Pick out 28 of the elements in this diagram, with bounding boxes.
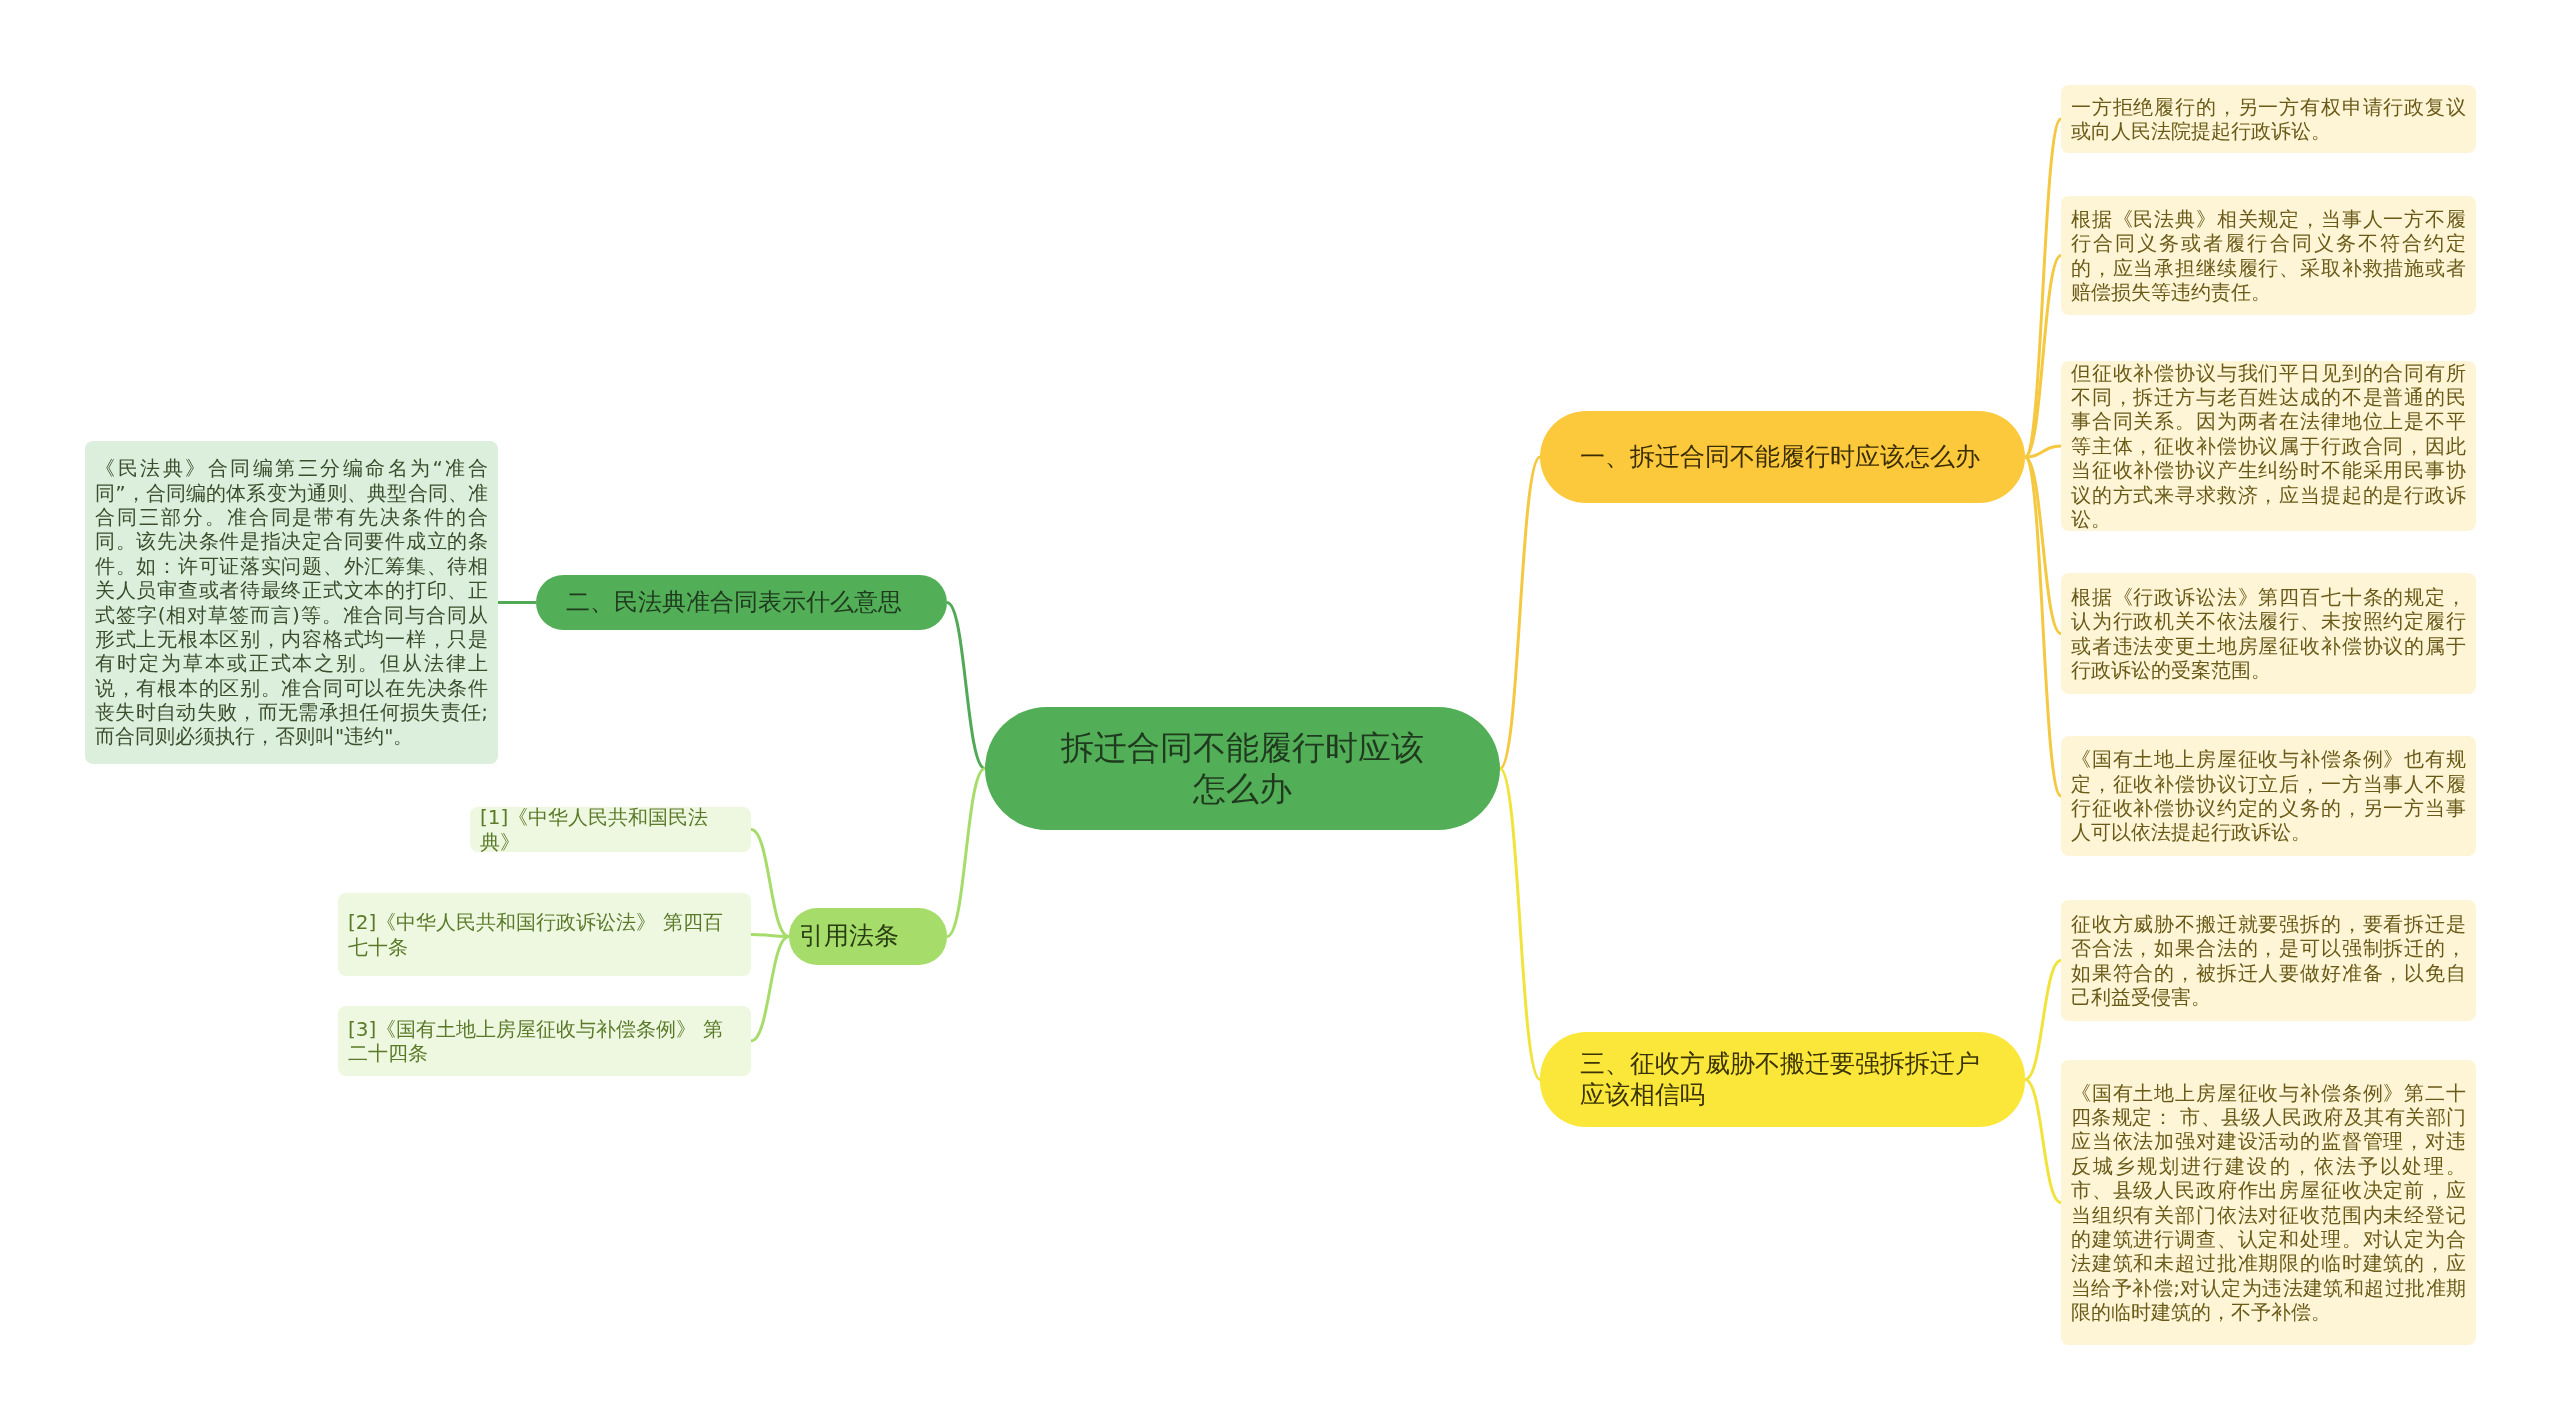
note-box: 《国有土地上房屋征收与补偿条例》第二十四条规定： 市、县级人民政府及其有关部门应当依法加强对建设活动的监督管理，对违反城乡规划进行建设的，依法予以处理。市、县级人民政府作出房屋征收决定前，应当组织有关部门依法对征收范围内未经登记的建筑进行调查、认定和处理。对认定为合法建筑和未超过批准期限的临时建筑的，应当给予补偿;对认定为违法建筑和超过批准期限的临时建筑的，不予补偿。 <box>2061 1060 2476 1345</box>
connector-line <box>2024 959 2062 1081</box>
connector-line <box>750 935 790 1043</box>
note-box: 根据《行政诉讼法》第四百七十条的规定，认为行政机关不依法履行、未按照约定履行或者违法变更土地房屋征收补偿协议的属于行政诉讼的受案范围。 <box>2061 573 2476 694</box>
branch-topic: 三、征收方威胁不搬迁要强拆拆迁户应该相信吗 <box>1540 1032 2025 1127</box>
connector-line <box>2024 1078 2062 1204</box>
note-box: 但征收补偿协议与我们平日见到的合同有所不同，拆迁方与老百姓达成的不是普通的民事合同关系。因为两者在法律地位上是不平等主体，征收补偿协议属于行政合同，因此当征收补偿协议产生纠纷时不能采用民事协议的方式来寻求救济，应当提起的是行政诉讼。 <box>2061 361 2476 531</box>
reference-box: [2]《中华人民共和国行政诉讼法》 第四百七十条 <box>338 893 751 976</box>
connector-line <box>946 767 986 938</box>
connector-line <box>946 601 986 770</box>
connector-line <box>1498 456 1542 770</box>
branch-topic: 引用法条 <box>789 908 947 965</box>
reference-box: [3]《国有土地上房屋征收与补偿条例》 第二十四条 <box>338 1006 751 1076</box>
connector-line <box>1498 767 1542 1081</box>
central-topic: 拆迁合同不能履行时应该怎么办 <box>985 707 1500 830</box>
note-box: 《国有土地上房屋征收与补偿条例》也有规定，征收补偿协议订立后，一方当事人不履行征收补偿协议约定的义务的，另一方当事人可以依法提起行政诉讼。 <box>2061 736 2476 856</box>
connector-line <box>2023 456 2063 797</box>
connector-line <box>2024 455 2062 635</box>
branch-topic: 二、民法典准合同表示什么意思 <box>536 575 947 630</box>
connector-line <box>498 601 536 604</box>
note-box: 一方拒绝履行的，另一方有权申请行政复议或向人民法院提起行政诉讼。 <box>2061 85 2476 153</box>
connector-line <box>750 828 790 938</box>
note-box: 征收方威胁不搬迁就要强拆的，要看拆迁是否合法，如果合法的，是可以强制拆迁的，如果符合的，被拆迁人要做好准备，以免自己利益受侵害。 <box>2061 900 2476 1021</box>
note-box: 《民法典》合同编第三分编命名为“准合同”，合同编的体系变为通则、典型合同、准合同三部分。准合同是带有先决条件的合同。该先决条件是指决定合同要件成立的条件。如：许可证落实问题、外汇筹集、待相关人员审查或者待最终正式文本的打印、正式签字(相对草签而言)等。准合同与合同从形式上无根本区别，内容格式均一样，只是有时定为草本或正式本之别。但从法律上说，有根本的区别。准合同可以在先决条件丧失时自动失败，而无需承担任何损失责任;而合同则必须执行，否则叫"违约"。 <box>85 441 498 764</box>
note-box: 根据《民法典》相关规定，当事人一方不履行合同义务或者履行合同义务不符合约定的，应当承担继续履行、采取补救措施或者赔偿损失等违约责任。 <box>2061 196 2476 315</box>
connector-line <box>2023 118 2063 458</box>
reference-box: [1]《中华人民共和国民法典》 <box>470 807 751 852</box>
branch-topic: 一、拆迁合同不能履行时应该怎么办 <box>1540 411 2025 503</box>
